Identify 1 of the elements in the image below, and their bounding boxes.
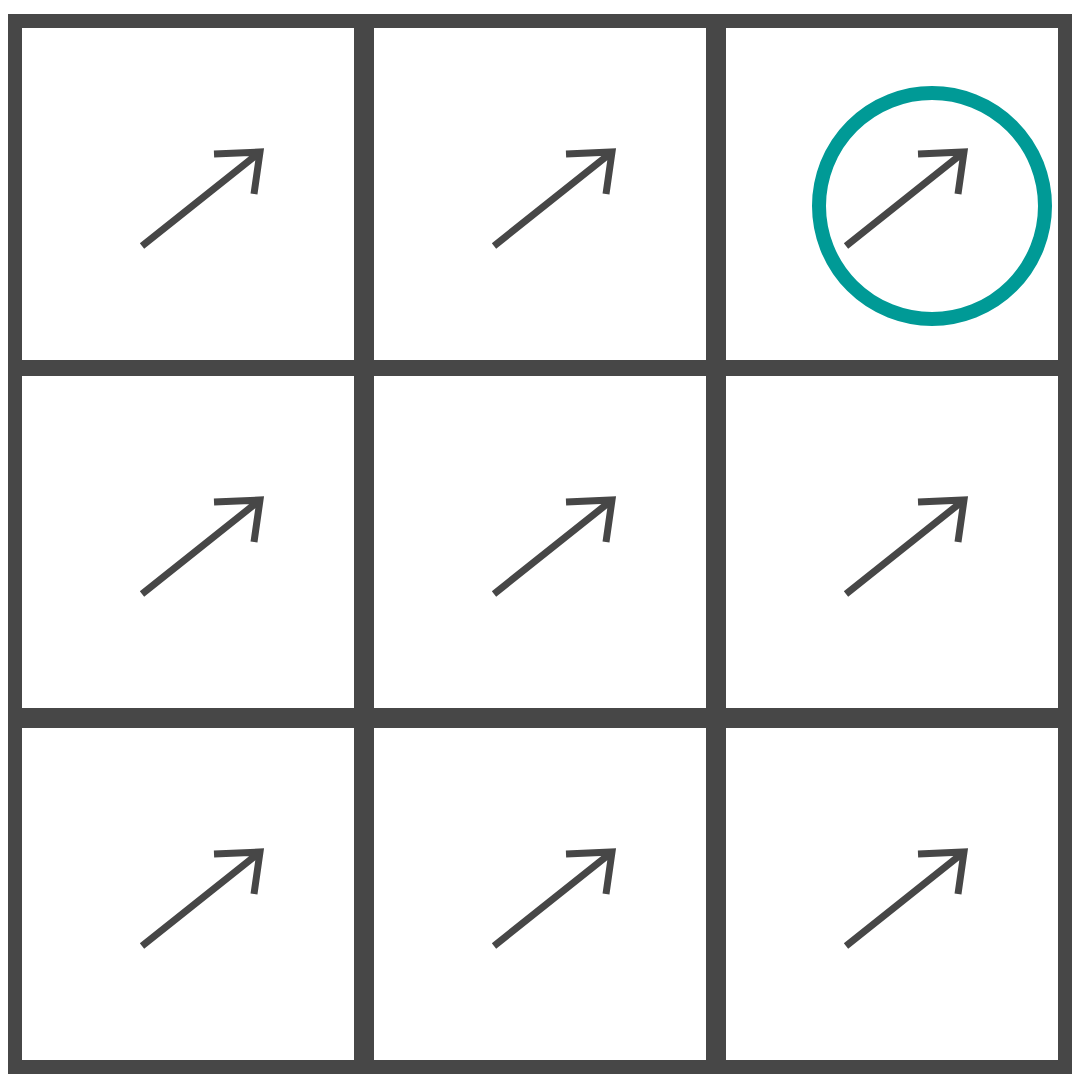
highlight-circle	[812, 86, 1052, 326]
